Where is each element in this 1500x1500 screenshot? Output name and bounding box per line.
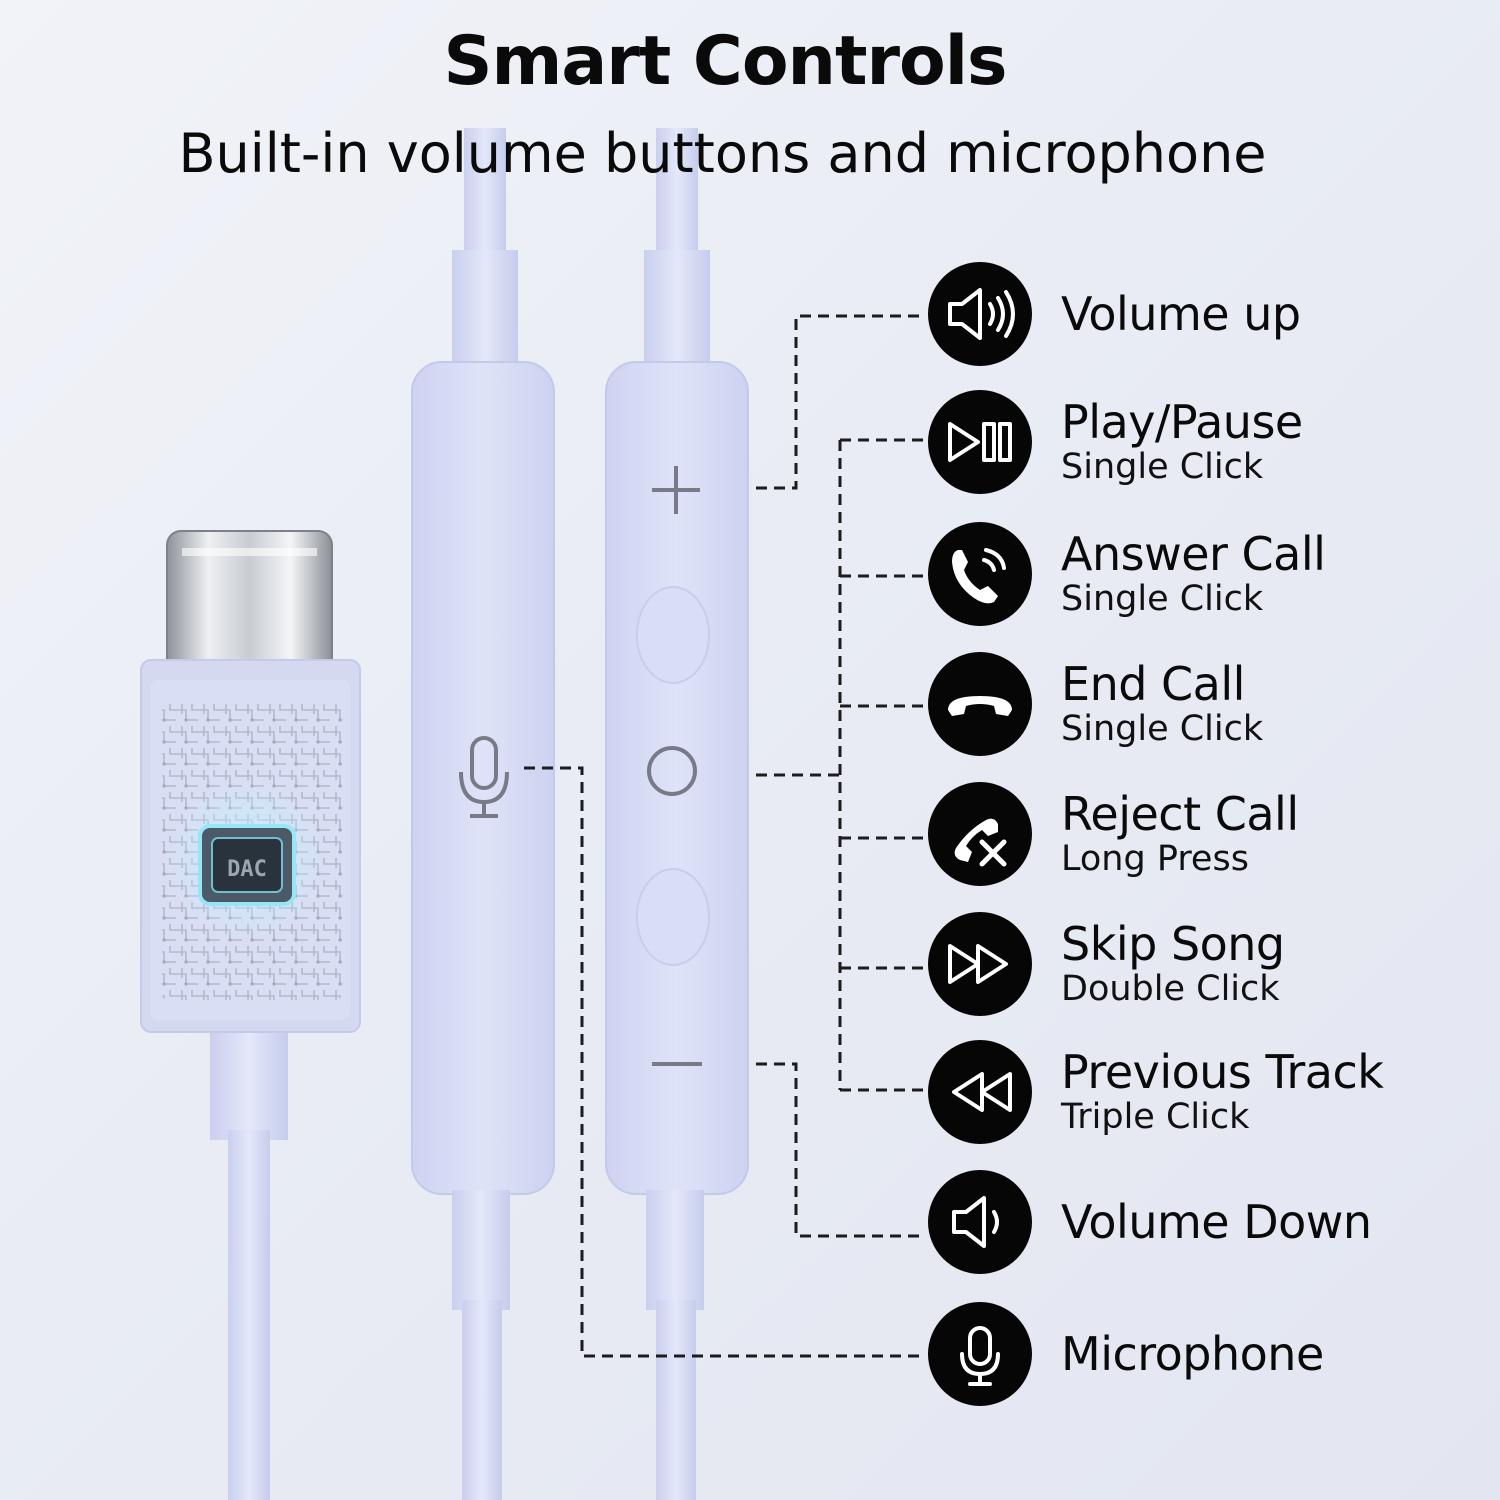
function-play-pause: Play/Pause Single Click: [928, 390, 1488, 494]
function-label: End Call: [1061, 657, 1245, 711]
function-volume-down: Volume Down: [928, 1170, 1488, 1274]
reject-call-icon: [928, 782, 1032, 886]
play-pause-icon: [928, 390, 1032, 494]
function-label: Reject Call: [1061, 787, 1299, 841]
function-answer-call: Answer Call Single Click: [928, 522, 1488, 626]
function-label: Play/Pause: [1061, 395, 1303, 449]
function-label: Skip Song: [1061, 917, 1285, 971]
usb-cable: [210, 1030, 288, 1140]
volume-up-icon: [928, 262, 1032, 366]
function-action: Double Click: [1061, 969, 1280, 1009]
remote-bump-lower: [636, 868, 710, 966]
function-microphone: Microphone: [928, 1302, 1488, 1406]
microphone-icon: [928, 1302, 1032, 1406]
volume-up-button[interactable]: [652, 466, 700, 514]
page-subtitle: Built-in volume buttons and microphone: [178, 122, 1267, 185]
dac-chip-label: DAC: [227, 857, 267, 882]
page-title: Smart Controls: [443, 22, 1007, 101]
remote-mic-icon: [459, 736, 509, 818]
end-call-icon: [928, 652, 1032, 756]
function-label: Previous Track: [1061, 1045, 1384, 1099]
mic-remote-body: [411, 361, 555, 1195]
function-action: Single Click: [1061, 709, 1264, 749]
function-label: Microphone: [1061, 1327, 1324, 1381]
answer-call-icon: [928, 522, 1032, 626]
function-label: Volume Down: [1061, 1195, 1372, 1249]
function-previous-track: Previous Track Triple Click: [928, 1040, 1488, 1144]
function-action: Triple Click: [1061, 1097, 1250, 1137]
function-action: Long Press: [1061, 839, 1249, 879]
function-action: Single Click: [1061, 447, 1264, 487]
function-volume-up: Volume up: [928, 262, 1488, 366]
leader-lines: [524, 314, 926, 1358]
function-label: Volume up: [1061, 287, 1301, 341]
function-reject-call: Reject Call Long Press: [928, 782, 1488, 886]
rewind-icon: [928, 1040, 1032, 1144]
usb-cable-lower: [228, 1130, 270, 1500]
function-end-call: End Call Single Click: [928, 652, 1488, 756]
center-button[interactable]: [647, 746, 697, 796]
volume-down-icon: [928, 1170, 1032, 1274]
function-action: Single Click: [1061, 579, 1264, 619]
function-skip-song: Skip Song Double Click: [928, 912, 1488, 1016]
fast-forward-icon: [928, 912, 1032, 1016]
remote-bump-upper: [636, 586, 710, 684]
function-label: Answer Call: [1061, 527, 1326, 581]
